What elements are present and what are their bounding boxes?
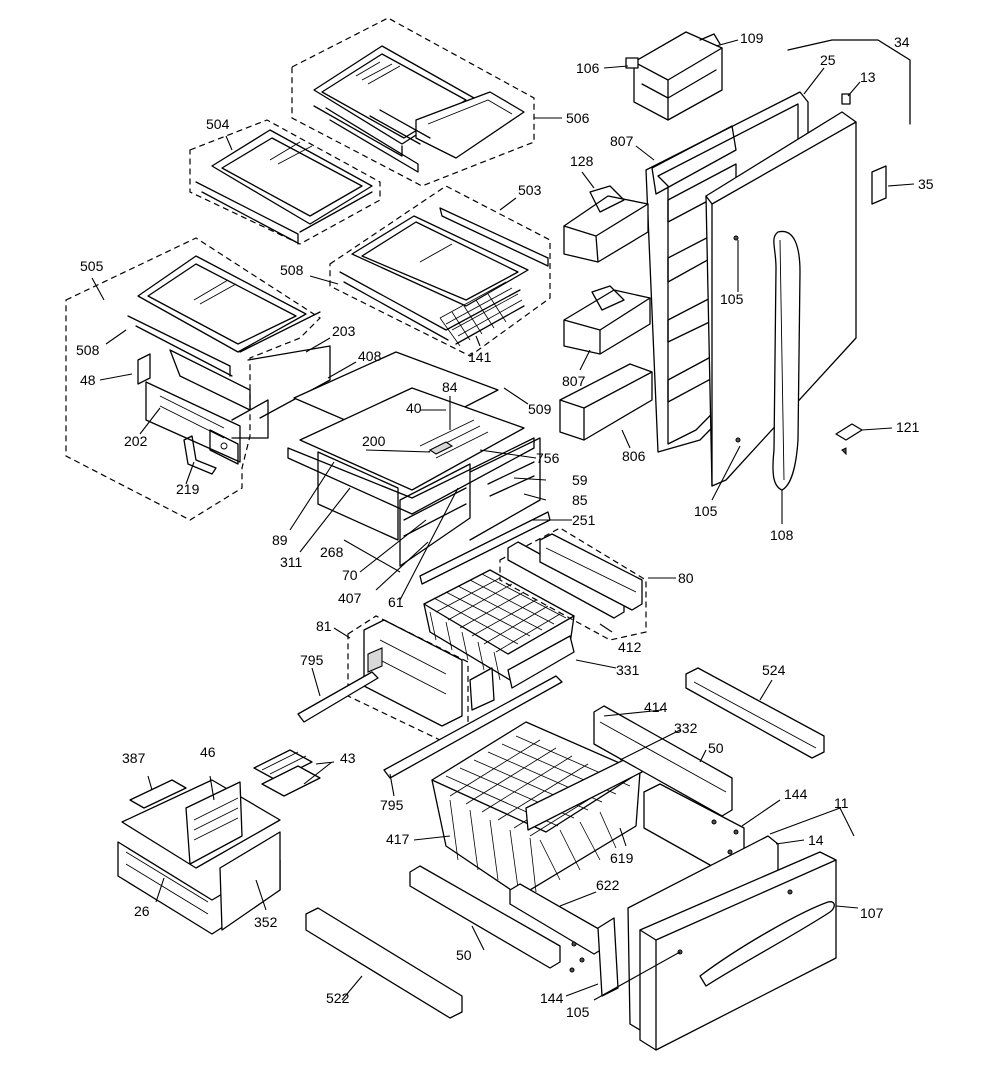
label-622: 622 — [596, 877, 620, 893]
label-14: 14 — [808, 832, 824, 848]
label-387: 387 — [122, 750, 146, 766]
label-756: 756 — [536, 450, 560, 466]
label-524: 524 — [762, 662, 786, 678]
label-40: 40 — [406, 400, 422, 416]
group-outline-503 — [329, 185, 551, 357]
basket-417 — [409, 705, 733, 969]
label-251: 251 — [572, 512, 596, 528]
shelf-504 — [195, 129, 373, 245]
label-506: 506 — [566, 110, 590, 126]
label-352: 352 — [254, 914, 278, 930]
label-144-lower: 144 — [540, 990, 564, 1006]
label-50-right: 50 — [708, 740, 724, 756]
ice-trays-43 — [253, 749, 321, 797]
door-bins — [559, 185, 653, 441]
freezer-door — [627, 835, 837, 1051]
label-11: 11 — [834, 795, 849, 811]
group-outline-505 — [65, 237, 321, 521]
label-34: 34 — [894, 34, 910, 50]
label-417: 417 — [386, 831, 410, 847]
label-50-bottom: 50 — [456, 947, 472, 963]
rail-80 — [507, 533, 643, 619]
label-26: 26 — [134, 903, 150, 919]
label-61: 61 — [388, 594, 404, 610]
bar-522 — [305, 907, 463, 1019]
leader-lines — [91, 39, 915, 1001]
label-331: 331 — [616, 662, 640, 678]
ice-bin-assembly — [117, 779, 281, 935]
label-89: 89 — [272, 532, 288, 548]
label-200: 200 — [362, 433, 386, 449]
label-105-middle: 105 — [694, 503, 718, 519]
basket-331 — [423, 569, 575, 689]
label-48: 48 — [80, 372, 96, 388]
label-85: 85 — [572, 492, 588, 508]
label-504: 504 — [206, 116, 230, 132]
label-13: 13 — [860, 69, 876, 85]
label-203: 203 — [332, 323, 356, 339]
label-522: 522 — [326, 990, 350, 1006]
label-219: 219 — [176, 481, 200, 497]
label-105-upper: 105 — [720, 291, 744, 307]
label-508-lower: 508 — [76, 342, 100, 358]
group-outline-80 — [499, 527, 647, 641]
shelf-505 — [127, 255, 331, 475]
label-806: 806 — [622, 448, 646, 464]
slide-brackets — [509, 783, 745, 997]
label-59: 59 — [572, 472, 588, 488]
label-795-lower: 795 — [380, 797, 404, 813]
label-509: 509 — [528, 401, 552, 417]
label-46: 46 — [200, 744, 216, 760]
crisper-cover-assembly — [287, 351, 551, 585]
label-414: 414 — [644, 699, 668, 715]
label-503: 503 — [518, 182, 542, 198]
label-807-upper: 807 — [610, 133, 634, 149]
fresh-food-door — [645, 39, 911, 491]
bracket-81 — [363, 619, 495, 727]
label-105-bottom: 105 — [566, 1004, 590, 1020]
label-80: 80 — [678, 570, 694, 586]
door-bin-109 — [625, 31, 723, 121]
label-43: 43 — [340, 750, 356, 766]
label-25: 25 — [820, 52, 836, 68]
label-141: 141 — [468, 349, 492, 365]
rail-524 — [685, 667, 825, 759]
label-144-upper: 144 — [784, 786, 808, 802]
label-70: 70 — [342, 567, 358, 583]
label-108: 108 — [770, 527, 794, 543]
label-619: 619 — [610, 850, 634, 866]
label-121: 121 — [896, 419, 920, 435]
label-795-upper: 795 — [300, 652, 324, 668]
group-outline-506 — [291, 17, 535, 187]
part-number-labels: 506 504 503 505 508 508 203 408 48 202 2… — [76, 30, 934, 1020]
label-106: 106 — [576, 60, 600, 76]
label-508-upper: 508 — [280, 262, 304, 278]
label-81: 81 — [316, 618, 332, 634]
label-505: 505 — [80, 258, 104, 274]
label-268: 268 — [320, 544, 344, 560]
label-332: 332 — [674, 720, 698, 736]
label-408: 408 — [358, 348, 382, 364]
label-412: 412 — [618, 639, 642, 655]
shelf-506 — [313, 45, 525, 173]
label-35: 35 — [918, 176, 934, 192]
label-311: 311 — [280, 554, 303, 570]
shelf-503 — [339, 207, 549, 347]
rods-795 — [297, 671, 563, 779]
label-84: 84 — [442, 379, 458, 395]
label-107: 107 — [860, 905, 884, 921]
label-202: 202 — [124, 433, 148, 449]
label-407: 407 — [338, 590, 362, 606]
label-807-lower: 807 — [562, 373, 586, 389]
label-109: 109 — [740, 30, 764, 46]
group-outline-504 — [189, 119, 381, 245]
label-128: 128 — [570, 153, 594, 169]
